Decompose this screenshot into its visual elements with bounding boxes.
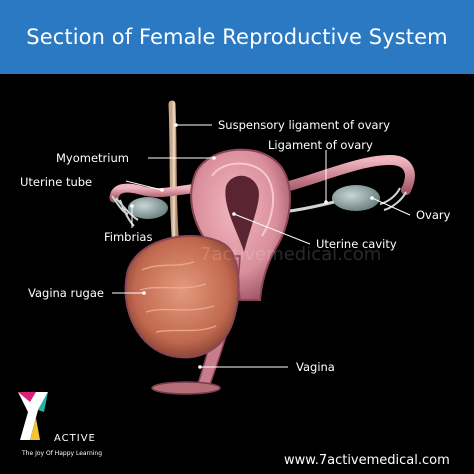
dot-ligament-ovary [324, 200, 328, 204]
label-vagina-rugae: Vagina rugae [28, 286, 104, 300]
dot-myometrium [212, 156, 216, 160]
logo-seven-icon [18, 392, 48, 440]
label-suspensory-ligament: Suspensory ligament of ovary [218, 118, 390, 132]
label-fimbrias: Fimbrias [104, 230, 152, 244]
ovary-right [332, 185, 380, 211]
label-uterine-cavity: Uterine cavity [316, 237, 397, 251]
label-uterine-tube: Uterine tube [20, 175, 92, 189]
logo-accent-teal [38, 392, 48, 412]
brand-name: ACTIVE [54, 433, 96, 444]
dot-vagina [198, 365, 202, 369]
dot-fimbrias [130, 204, 134, 208]
dot-uterine-cavity [232, 212, 236, 216]
dot-vagina-rugae [142, 291, 146, 295]
ovary-left [128, 197, 168, 219]
uterine-tube-left [109, 183, 205, 203]
leader-uterine-tube [125, 180, 163, 191]
fimbrias [111, 195, 139, 227]
logo-accent-magenta [18, 392, 36, 402]
watermark-text: 7activemedical.com [200, 244, 381, 265]
uterine-tube-right [277, 154, 415, 195]
dot-ovary [370, 196, 374, 200]
label-ligament-of-ovary: Ligament of ovary [268, 138, 373, 152]
dot-suspensory [174, 123, 178, 127]
suspensory-ligament [168, 100, 180, 254]
fimbrias-right [379, 187, 407, 211]
logo-accent-yellow [30, 418, 40, 440]
leader-uterine-cavity [233, 213, 311, 245]
label-vagina: Vagina [296, 360, 335, 374]
page-title: Section of Female Reproductive System [26, 25, 448, 49]
myometrium-layer [211, 162, 275, 237]
leader-ovary [371, 197, 411, 216]
dot-uterine-tube [160, 188, 164, 192]
label-ovary: Ovary [416, 208, 451, 222]
rugae-folds [139, 261, 217, 333]
uterine-cavity [225, 175, 259, 252]
label-myometrium: Myometrium [56, 151, 129, 165]
brand-logo: ACTIVE The Joy Of Happy Learning [18, 392, 102, 457]
title-banner: Section of Female Reproductive System [0, 0, 474, 74]
vaginal-opening [151, 381, 221, 395]
website-url: www.7activemedical.com [284, 453, 450, 468]
brand-tagline: The Joy Of Happy Learning [21, 450, 102, 457]
